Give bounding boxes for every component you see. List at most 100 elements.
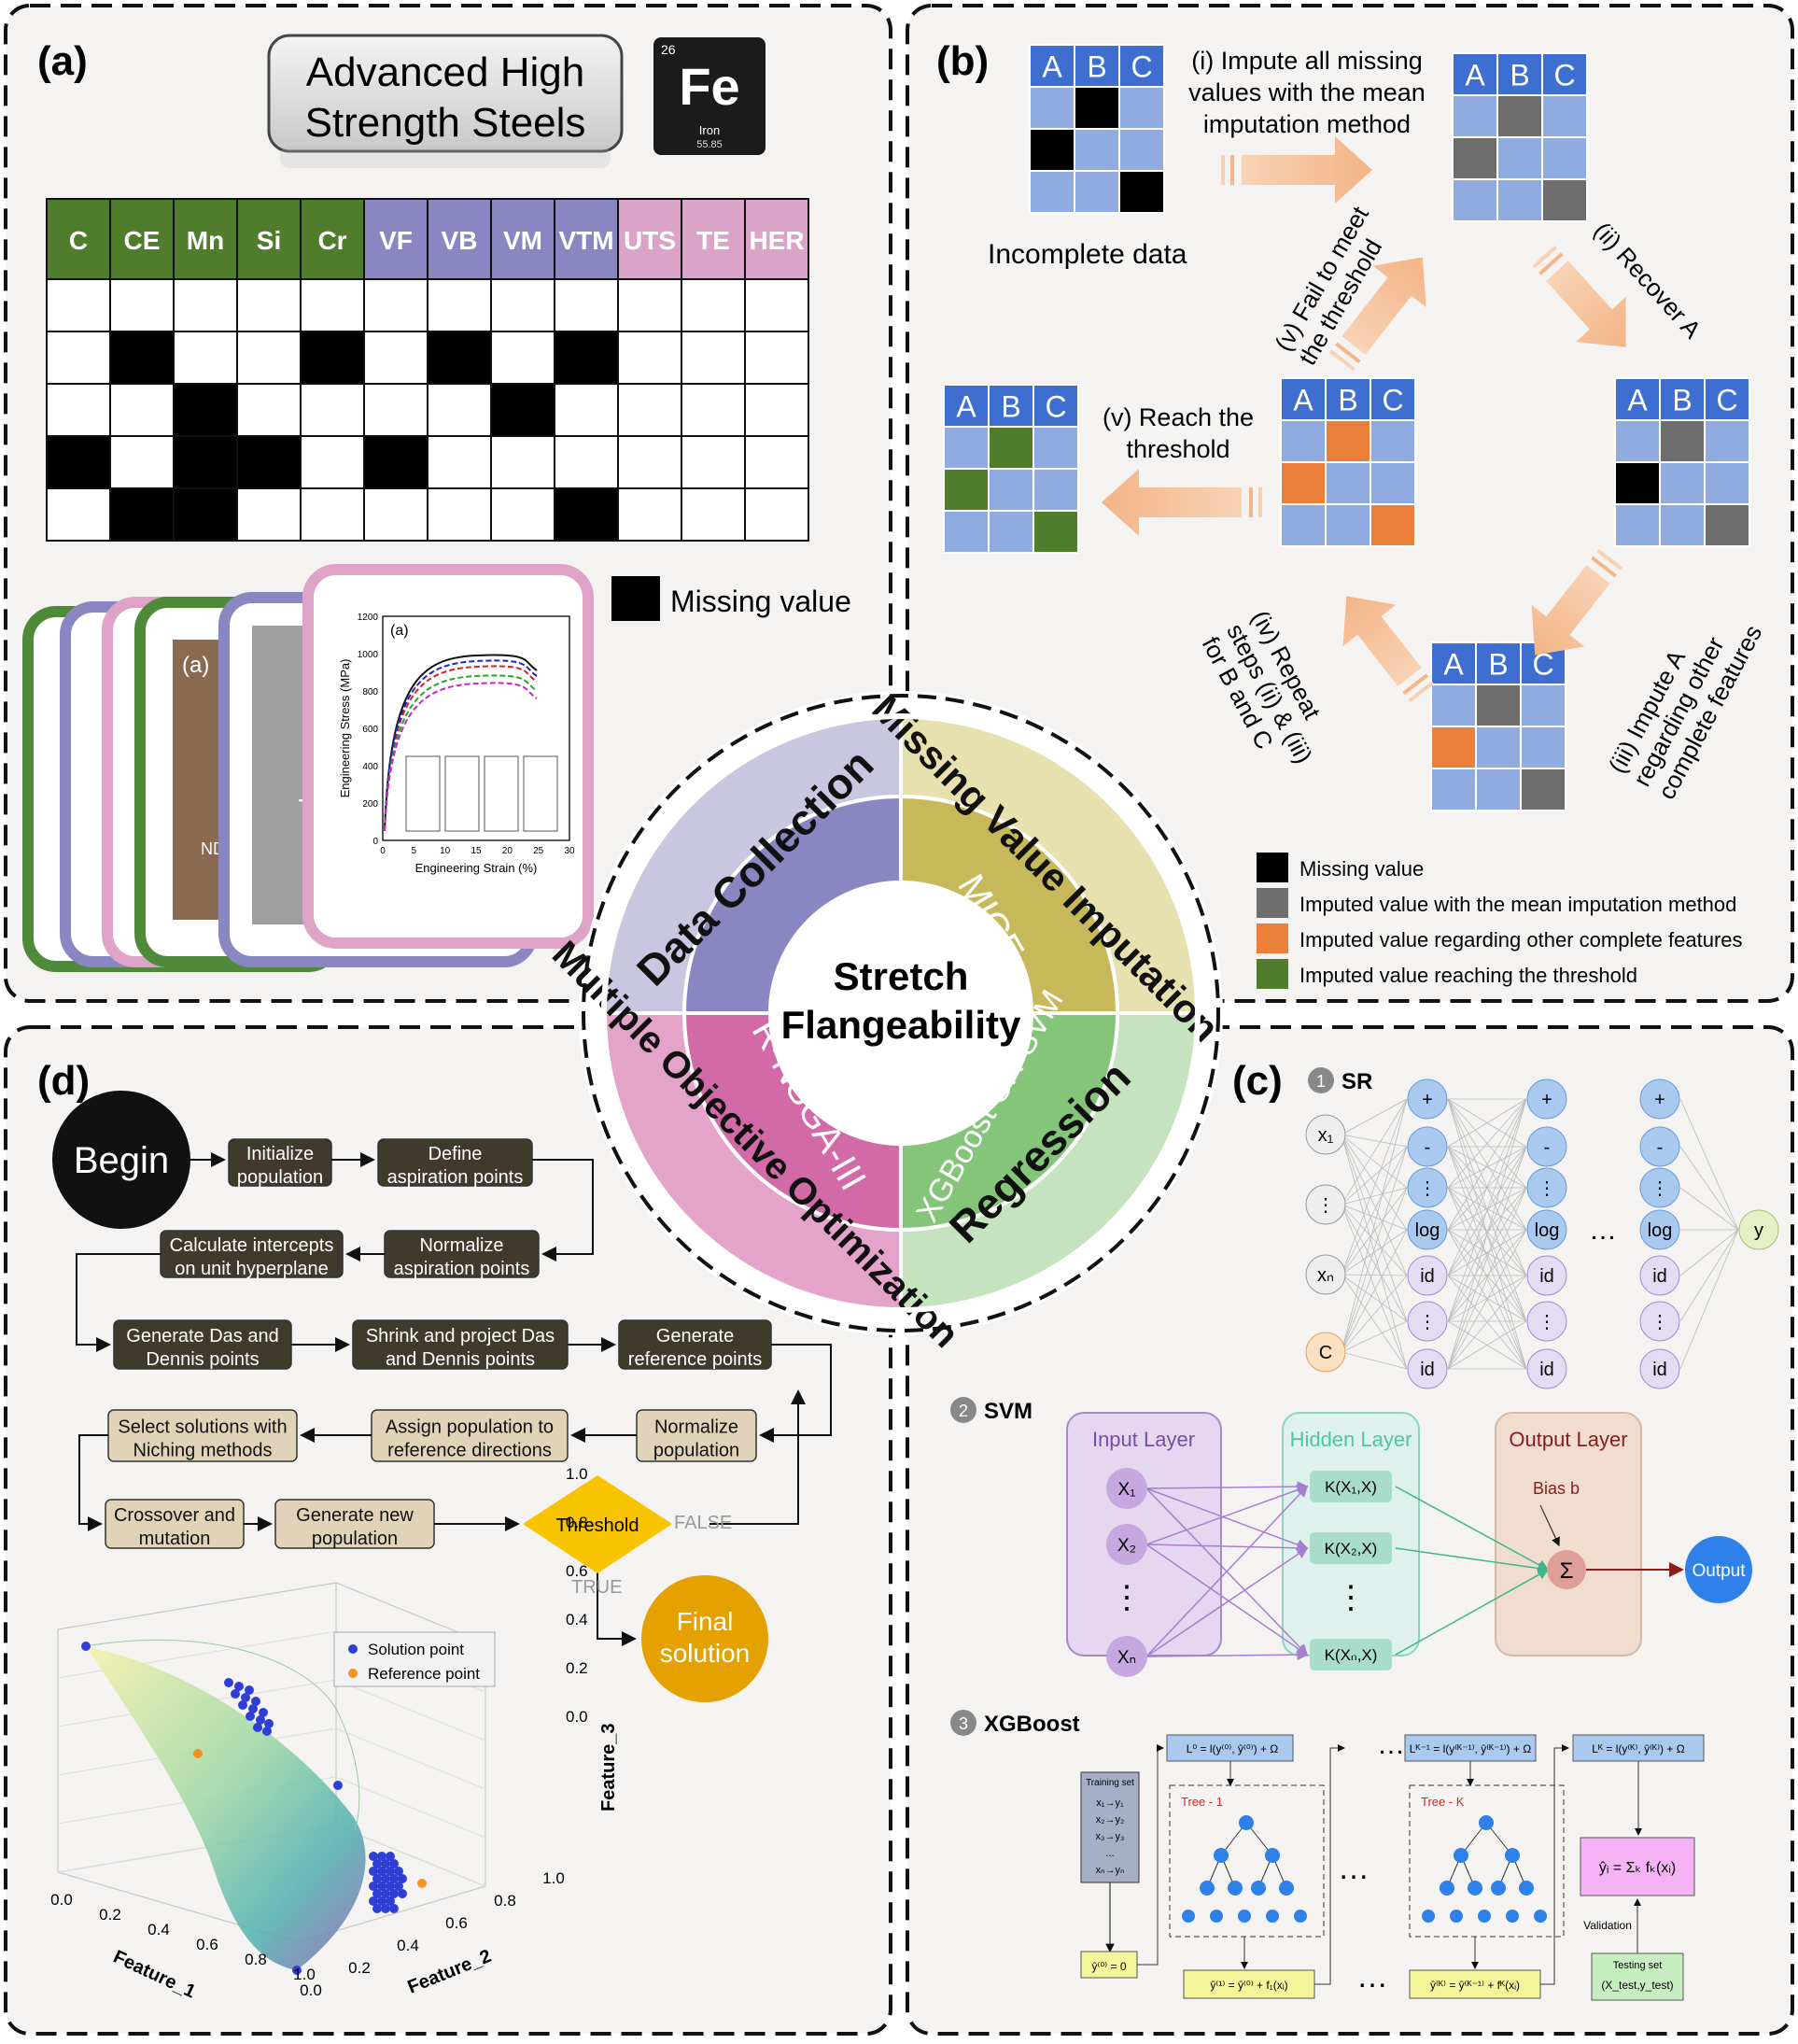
grid-cell — [1614, 461, 1661, 505]
solution-point — [234, 1682, 244, 1691]
solution-point — [372, 1889, 382, 1898]
testing-set-title: Testing set — [1613, 1960, 1663, 1971]
tree-leaf — [1266, 1910, 1279, 1923]
grid-header: C — [1532, 648, 1553, 682]
observed-cell — [109, 435, 175, 489]
svg-text:Iron: Iron — [699, 123, 720, 137]
grid-cell — [1704, 503, 1750, 547]
svm-output-node — [1685, 1536, 1752, 1603]
tree-node — [1440, 1881, 1454, 1896]
missing-cell — [236, 435, 302, 489]
mini-chart-inset — [444, 755, 480, 832]
threshold-diamond — [523, 1475, 672, 1573]
f2-tick: 0.4 — [397, 1937, 419, 1954]
table-header-label: VB — [442, 226, 478, 255]
flow-step-text: Normalize — [654, 1417, 738, 1438]
solution-point — [389, 1904, 399, 1913]
legend-swatch — [1257, 923, 1288, 953]
sr-operator-label: - — [1425, 1137, 1431, 1158]
flow-connector — [759, 1344, 832, 1443]
solution-point — [253, 1723, 262, 1732]
sr-input-node — [1305, 1184, 1346, 1225]
table-header-label: VF — [379, 226, 413, 255]
grid-cell — [1614, 503, 1661, 547]
solution-point — [394, 1882, 403, 1891]
grid-cell — [1496, 178, 1543, 222]
solution-point — [372, 1859, 382, 1868]
grid-header: A — [1627, 384, 1648, 417]
flow-connector — [76, 1253, 161, 1352]
training-set-row: x₃→y₃ — [1096, 1831, 1125, 1842]
observed-cell — [363, 383, 428, 437]
flow-step-text: reference points — [628, 1349, 762, 1370]
solution-point — [262, 1727, 272, 1736]
mini-chart-xtick: 0 — [380, 846, 386, 856]
xgb-loss-box — [1404, 1734, 1537, 1762]
solution-point — [377, 1867, 386, 1876]
sr-operator-label: + — [1422, 1090, 1433, 1110]
mini-chart-xtick: 20 — [502, 846, 513, 856]
grid-cell — [1659, 503, 1706, 547]
sr-operator-label: ⋮ — [1538, 1178, 1556, 1199]
step-v-reach-text: threshold — [1126, 435, 1229, 463]
svm-sum-label: Σ — [1560, 1558, 1574, 1584]
solution-point — [259, 1708, 268, 1717]
grid-header: A — [1042, 50, 1062, 84]
tree-leaf — [1210, 1910, 1223, 1923]
training-set-row: ... — [1105, 1848, 1114, 1859]
grid-cell — [1430, 768, 1477, 811]
solution-point — [386, 1867, 395, 1876]
f2-tick: 0.8 — [494, 1892, 516, 1910]
sr-operator-label: id — [1420, 1266, 1435, 1287]
missing-cell — [173, 383, 238, 437]
tree-frame — [1409, 1784, 1565, 1938]
grid-cell — [1452, 178, 1498, 222]
wheel-hub — [770, 882, 1032, 1144]
grid-cell — [1325, 461, 1371, 505]
f1-tick: 0.0 — [50, 1891, 73, 1909]
sr-operator-node — [1407, 1301, 1448, 1342]
grid-header: B — [1672, 384, 1692, 417]
flow-step-text: Niching methods — [133, 1441, 273, 1461]
observed-cell — [46, 383, 111, 437]
solution-point — [372, 1874, 382, 1883]
grid-cell — [1118, 128, 1165, 172]
observed-cell — [236, 331, 302, 385]
grid-cell — [1541, 136, 1588, 180]
grid-header: A — [956, 390, 976, 424]
solution-point — [381, 1859, 390, 1868]
micrograph-label: (a) — [182, 653, 209, 678]
svm-output-label: Output — [1692, 1561, 1746, 1581]
observed-cell — [744, 278, 809, 332]
table-header-label: VM — [503, 226, 542, 255]
tree-node — [1265, 1848, 1280, 1863]
f1-tick: 0.4 — [147, 1921, 170, 1938]
observed-cell — [681, 435, 746, 489]
observed-cell — [554, 278, 619, 332]
center-title-2: Flangeability — [781, 1003, 1021, 1047]
flow-step-text: Generate new — [296, 1505, 414, 1526]
f2-tick: 0.6 — [445, 1914, 468, 1932]
begin-label: Begin — [74, 1140, 169, 1181]
table-header-label: Mn — [187, 226, 224, 255]
solution-point — [386, 1852, 395, 1861]
observed-cell — [236, 278, 302, 332]
mini-chart-ylabel: Engineering Stress (MPa) — [338, 659, 352, 798]
panel-d-label: (d) — [37, 1058, 90, 1104]
xgb-update-label: ŷ⁽ᴷ⁾ = ŷ⁽ᴷ⁻¹⁾ + fᴷ(xᵢ) — [1430, 1979, 1520, 1992]
tree-node — [1479, 1815, 1494, 1830]
grid-cell — [1452, 136, 1498, 180]
sr-operator-node — [1639, 1209, 1680, 1250]
tree-node — [1228, 1881, 1243, 1896]
flow-step-text: Define — [428, 1144, 483, 1164]
table-header-cell — [744, 198, 809, 280]
solution-point — [386, 1896, 395, 1906]
mini-chart-curve — [384, 682, 538, 832]
sr-operator-node — [1407, 1078, 1448, 1120]
f3-tick: 1.0 — [566, 1465, 588, 1483]
